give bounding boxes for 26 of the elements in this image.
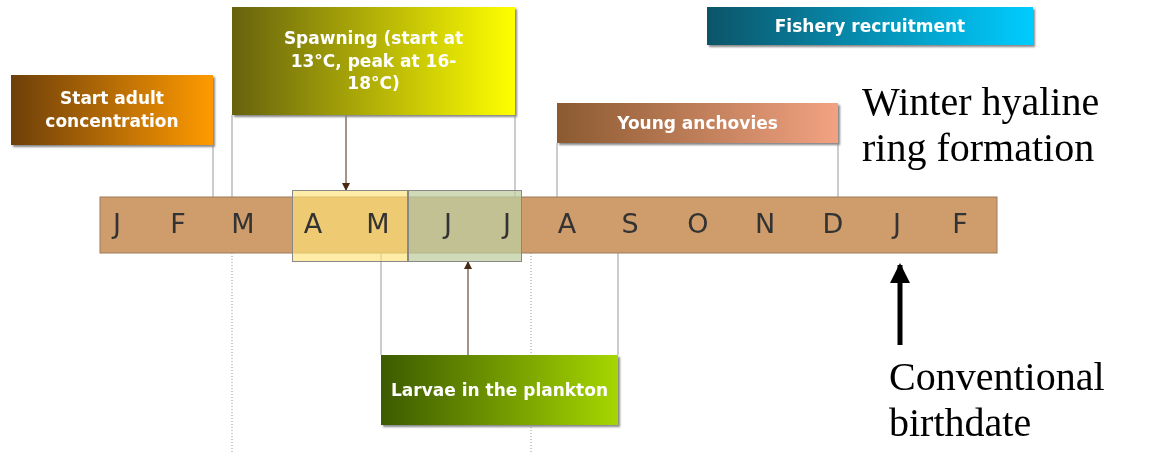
- period-box: Spawning (start at 13°C, peak at 16-18°C): [232, 7, 515, 115]
- highlight-box: [292, 190, 408, 262]
- annotation-text: Winter hyaline ring formation: [861, 78, 1101, 172]
- month-label: A: [302, 208, 324, 239]
- month-label: J: [500, 208, 512, 239]
- month-label: M: [230, 208, 256, 239]
- month-label: M: [365, 208, 391, 239]
- arrow: [464, 261, 472, 356]
- period-box: Young anchovies: [557, 103, 838, 143]
- period-box: Larvae in the plankton: [381, 355, 618, 425]
- month-label: F: [169, 208, 187, 239]
- period-box: Fishery recruitment: [707, 7, 1033, 45]
- month-label: D: [821, 208, 845, 239]
- month-label: F: [951, 208, 969, 239]
- arrow: [342, 114, 350, 191]
- arrow: [890, 263, 910, 345]
- month-label: S: [620, 208, 640, 239]
- month-label: J: [441, 208, 453, 239]
- highlight-box: [408, 190, 522, 262]
- month-label: O: [686, 208, 710, 239]
- period-box: Start adult concentration: [11, 75, 213, 145]
- month-label: A: [556, 208, 578, 239]
- annotation-text: Conventional birthdate: [885, 350, 1150, 450]
- month-label: N: [753, 208, 777, 239]
- month-label: J: [110, 208, 122, 239]
- month-label: J: [890, 208, 902, 239]
